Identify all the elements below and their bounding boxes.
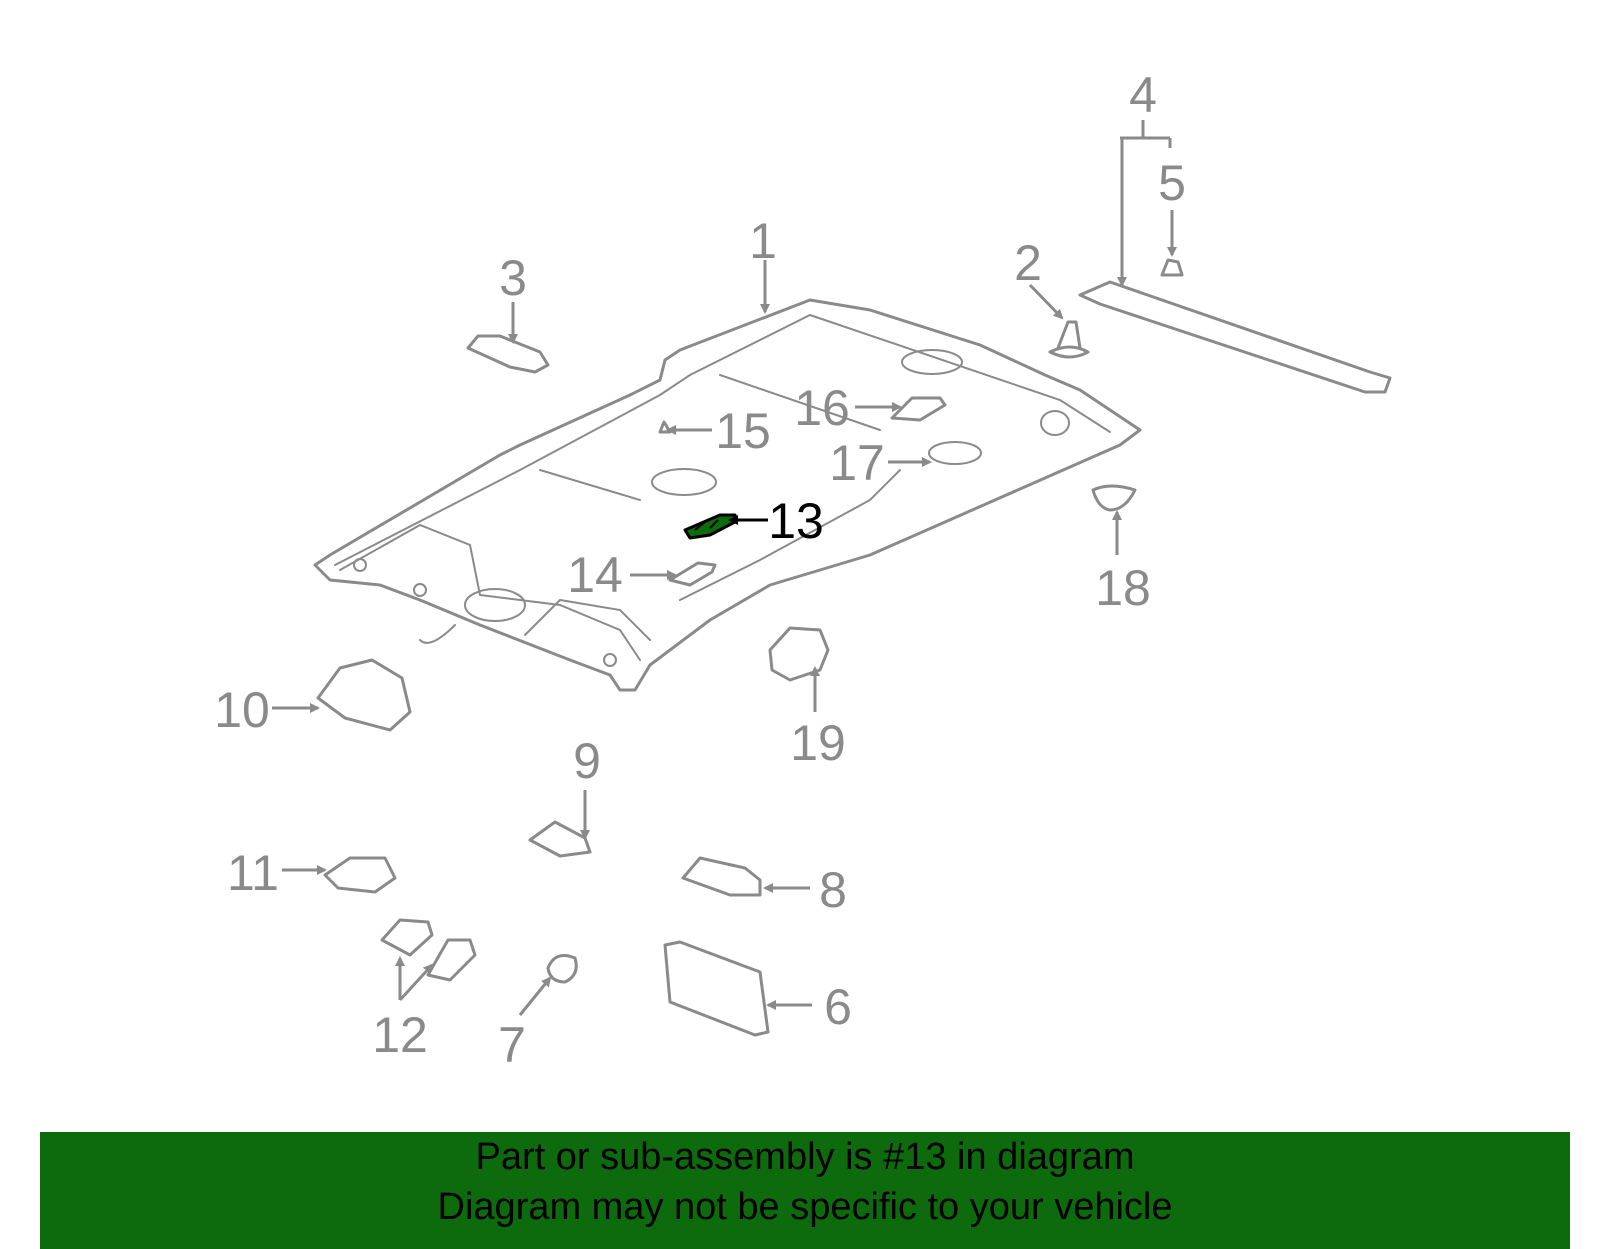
callout-18: 18 [1095,560,1151,616]
part-13-lamp[interactable] [683,513,737,540]
callout-15: 15 [715,403,771,459]
callout-10: 10 [214,682,270,738]
callout-2: 2 [1014,235,1042,291]
part-4-rail [1078,280,1392,394]
part-7-clip [546,954,578,984]
banner-part-line: Part or sub-assembly is #13 in diagram [475,1136,1135,1178]
info-banner: Part or sub-assembly is #13 in diagram D… [40,1132,1570,1249]
banner-disclaimer-line: Diagram may not be specific to your vehi… [437,1186,1173,1228]
callout-16: 16 [794,380,850,436]
callout-1: 1 [749,213,777,269]
callout-13[interactable]: 13 [768,493,824,549]
part-16-lamp [890,396,947,422]
callout-8: 8 [819,862,847,918]
part-8-bracket [681,856,762,897]
part-9-bracket [528,820,592,858]
part-5-clip [1160,258,1184,277]
part-3-handle [466,334,550,374]
headliner-parts-diagram: 1 2 3 4 5 6 7 8 9 10 11 12 13 14 15 16 1… [214,67,1392,1073]
callout-17: 17 [829,435,885,491]
headliner-panel [313,298,1142,692]
part-6-visor [663,940,770,1037]
callout-11: 11 [227,845,279,901]
part-18-hook [1091,484,1137,512]
callout-7: 7 [498,1017,526,1073]
callout-14: 14 [567,547,623,603]
callout-6: 6 [824,979,852,1035]
part-2-clip [1048,320,1090,359]
callout-4: 4 [1129,67,1157,123]
part-11-lamp [323,856,397,894]
callout-3: 3 [499,250,527,306]
callout-19: 19 [790,715,846,771]
part-12-covers [380,918,477,982]
part-14-lamp [668,561,717,587]
callout-5: 5 [1158,155,1186,211]
callout-9: 9 [573,733,601,789]
callout-12: 12 [372,1007,428,1063]
part-19-cover [768,626,830,682]
part-10-console [316,658,412,732]
